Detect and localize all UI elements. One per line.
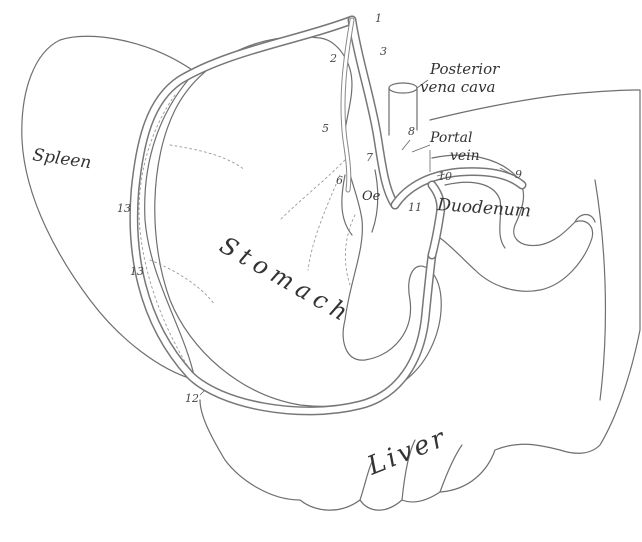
num-11: 11 [408,201,422,214]
label-duodenum: Duodenum [436,195,532,222]
num-7: 7 [366,151,373,164]
liver-right-edge [595,180,605,400]
num-8: 8 [408,125,415,138]
label-oe: Oe [362,189,381,204]
label-portal: Portal [429,130,472,146]
num-9: 9 [515,168,522,181]
num-13-upper: 13 [117,202,131,215]
label-posterior: Posterior [429,60,500,78]
leader-12 [200,390,205,395]
num-6: 6 [336,174,343,187]
num-12: 12 [185,392,199,405]
gastric-branch-a [280,160,345,220]
label-vena-cava: vena cava [420,78,495,96]
vena-cava-top [389,83,417,93]
label-vein: vein [450,148,480,164]
num-13-lower: 13 [130,265,144,278]
gastric-branch-c [170,145,245,170]
label-spleen: Spleen [31,145,92,173]
num-10: 10 [438,170,452,183]
leader-8 [402,140,410,150]
num-3: 3 [380,45,387,58]
label-stomach: Stomach [215,231,358,329]
num-5: 5 [322,122,329,135]
label-liver: Liver [362,423,451,482]
num-1: 1 [375,12,382,25]
gastric-branch-b [308,175,340,270]
leader-portal-vein [412,145,430,172]
num-2: 2 [329,52,337,65]
